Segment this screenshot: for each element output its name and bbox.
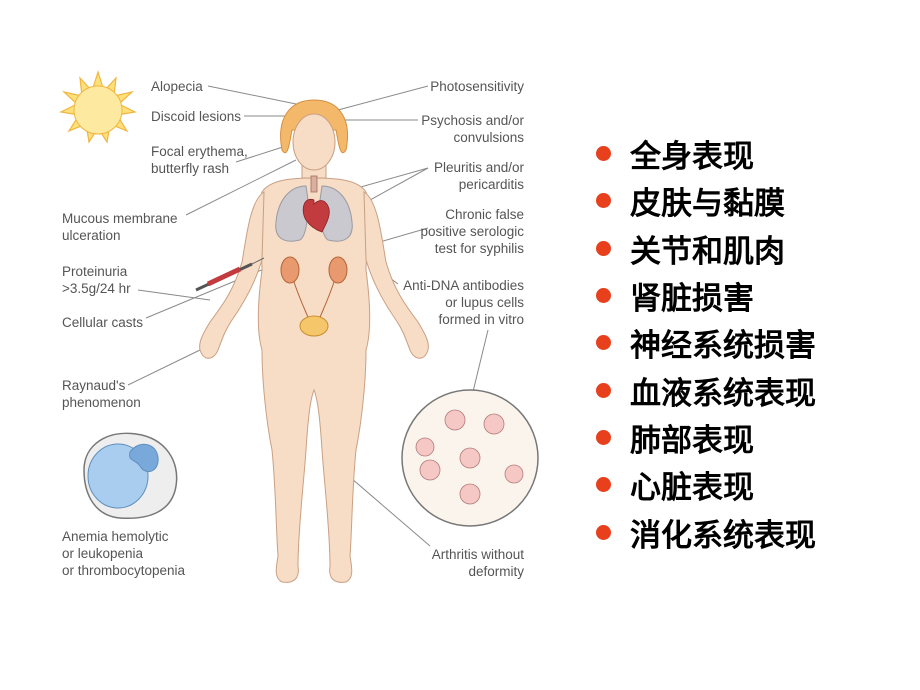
label-line: phenomenon	[62, 395, 141, 410]
label-line: test for syphilis	[434, 241, 524, 256]
label-line: formed in vitro	[438, 312, 524, 327]
list-item: 消化系统表现	[596, 508, 816, 555]
label-pleuritis: Pleuritis and/or pericarditis	[434, 159, 524, 193]
list-item-label: 消化系统表现	[630, 517, 816, 554]
list-item-label: 心脏表现	[630, 470, 754, 507]
label-proteinuria: Proteinuria >3.5g/24 hr	[62, 263, 131, 297]
list-item: 血液系统表现	[596, 366, 816, 413]
bullet-dot-icon	[596, 477, 611, 493]
label-alopecia: Alopecia	[151, 79, 203, 94]
list-item: 关节和肌肉	[596, 225, 816, 272]
list-item: 心脏表现	[596, 461, 816, 508]
list-item-label: 肺部表现	[630, 422, 754, 459]
list-item-label: 关节和肌肉	[630, 233, 785, 270]
list-item: 皮肤与黏膜	[596, 177, 816, 224]
list-item: 肾脏损害	[596, 272, 816, 319]
label-line: Mucous membrane	[62, 211, 178, 226]
label-line: Psychosis and/or	[421, 113, 524, 128]
label-line: Proteinuria	[62, 264, 128, 279]
bullet-dot-icon	[596, 146, 611, 162]
list-item: 肺部表现	[596, 414, 816, 461]
blood-cell-icon	[83, 432, 178, 520]
label-line: butterfly rash	[151, 161, 230, 176]
label-anti-dna: Anti-DNA antibodies or lupus cells forme…	[403, 277, 524, 328]
lupus-cells-circle-icon	[401, 389, 539, 527]
label-cellular-casts: Cellular casts	[62, 315, 144, 330]
sun-icon	[59, 70, 137, 144]
list-item-label: 皮肤与黏膜	[630, 186, 785, 223]
label-line: Anti-DNA antibodies	[403, 278, 524, 293]
bullet-dot-icon	[596, 288, 611, 304]
label-line: deformity	[468, 564, 524, 579]
syringe-icon	[195, 257, 265, 292]
bullet-dot-icon	[596, 429, 611, 445]
label-line: convulsions	[453, 130, 524, 145]
label-psychosis: Psychosis and/or convulsions	[421, 112, 524, 146]
list-item-label: 血液系统表现	[630, 375, 816, 412]
label-anemia: Anemia hemolytic or leukopenia or thromb…	[62, 528, 185, 579]
bullet-dot-icon	[596, 240, 611, 256]
label-raynauds: Raynaud's phenomenon	[62, 377, 141, 411]
label-discoid-lesions: Discoid lesions	[151, 109, 242, 124]
list-item: 神经系统损害	[596, 319, 816, 366]
list-item: 全身表现	[596, 130, 816, 177]
label-line: or leukopenia	[62, 546, 144, 561]
list-item-label: 全身表现	[630, 139, 754, 176]
leader-lines	[127, 85, 489, 547]
list-item-label: 肾脏损害	[630, 281, 754, 318]
label-line: >3.5g/24 hr	[62, 281, 131, 296]
manifestations-list: 全身表现 皮肤与黏膜 关节和肌肉 肾脏损害 神经系统损害 血液系统表现 肺部表现…	[596, 130, 816, 556]
bullet-dot-icon	[596, 193, 611, 209]
label-line: Pleuritis and/or	[433, 160, 524, 175]
label-line: pericarditis	[458, 177, 524, 192]
label-photosensitivity: Photosensitivity	[430, 79, 524, 94]
label-focal-erythema: Focal erythema, butterfly rash	[151, 143, 248, 177]
bullet-dot-icon	[596, 382, 611, 398]
list-item-label: 神经系统损害	[630, 328, 816, 365]
label-line: ulceration	[62, 228, 121, 243]
label-chronic-false-positive: Chronic false positive serologic test fo…	[420, 206, 524, 257]
label-line: positive serologic	[420, 224, 524, 239]
label-mucous-membrane: Mucous membrane ulceration	[62, 210, 178, 244]
label-line: Anemia hemolytic	[62, 529, 169, 544]
label-line: Chronic false	[445, 207, 524, 222]
label-line: Focal erythema,	[151, 144, 248, 159]
label-line: Arthritis without	[431, 547, 524, 562]
human-body	[199, 99, 429, 583]
label-arthritis: Arthritis without deformity	[432, 546, 524, 580]
label-line: or lupus cells	[445, 295, 524, 310]
bullet-dot-icon	[596, 335, 611, 351]
label-line: Raynaud's	[62, 378, 126, 393]
bullet-dot-icon	[596, 524, 611, 540]
label-line: or thrombocytopenia	[62, 563, 186, 578]
